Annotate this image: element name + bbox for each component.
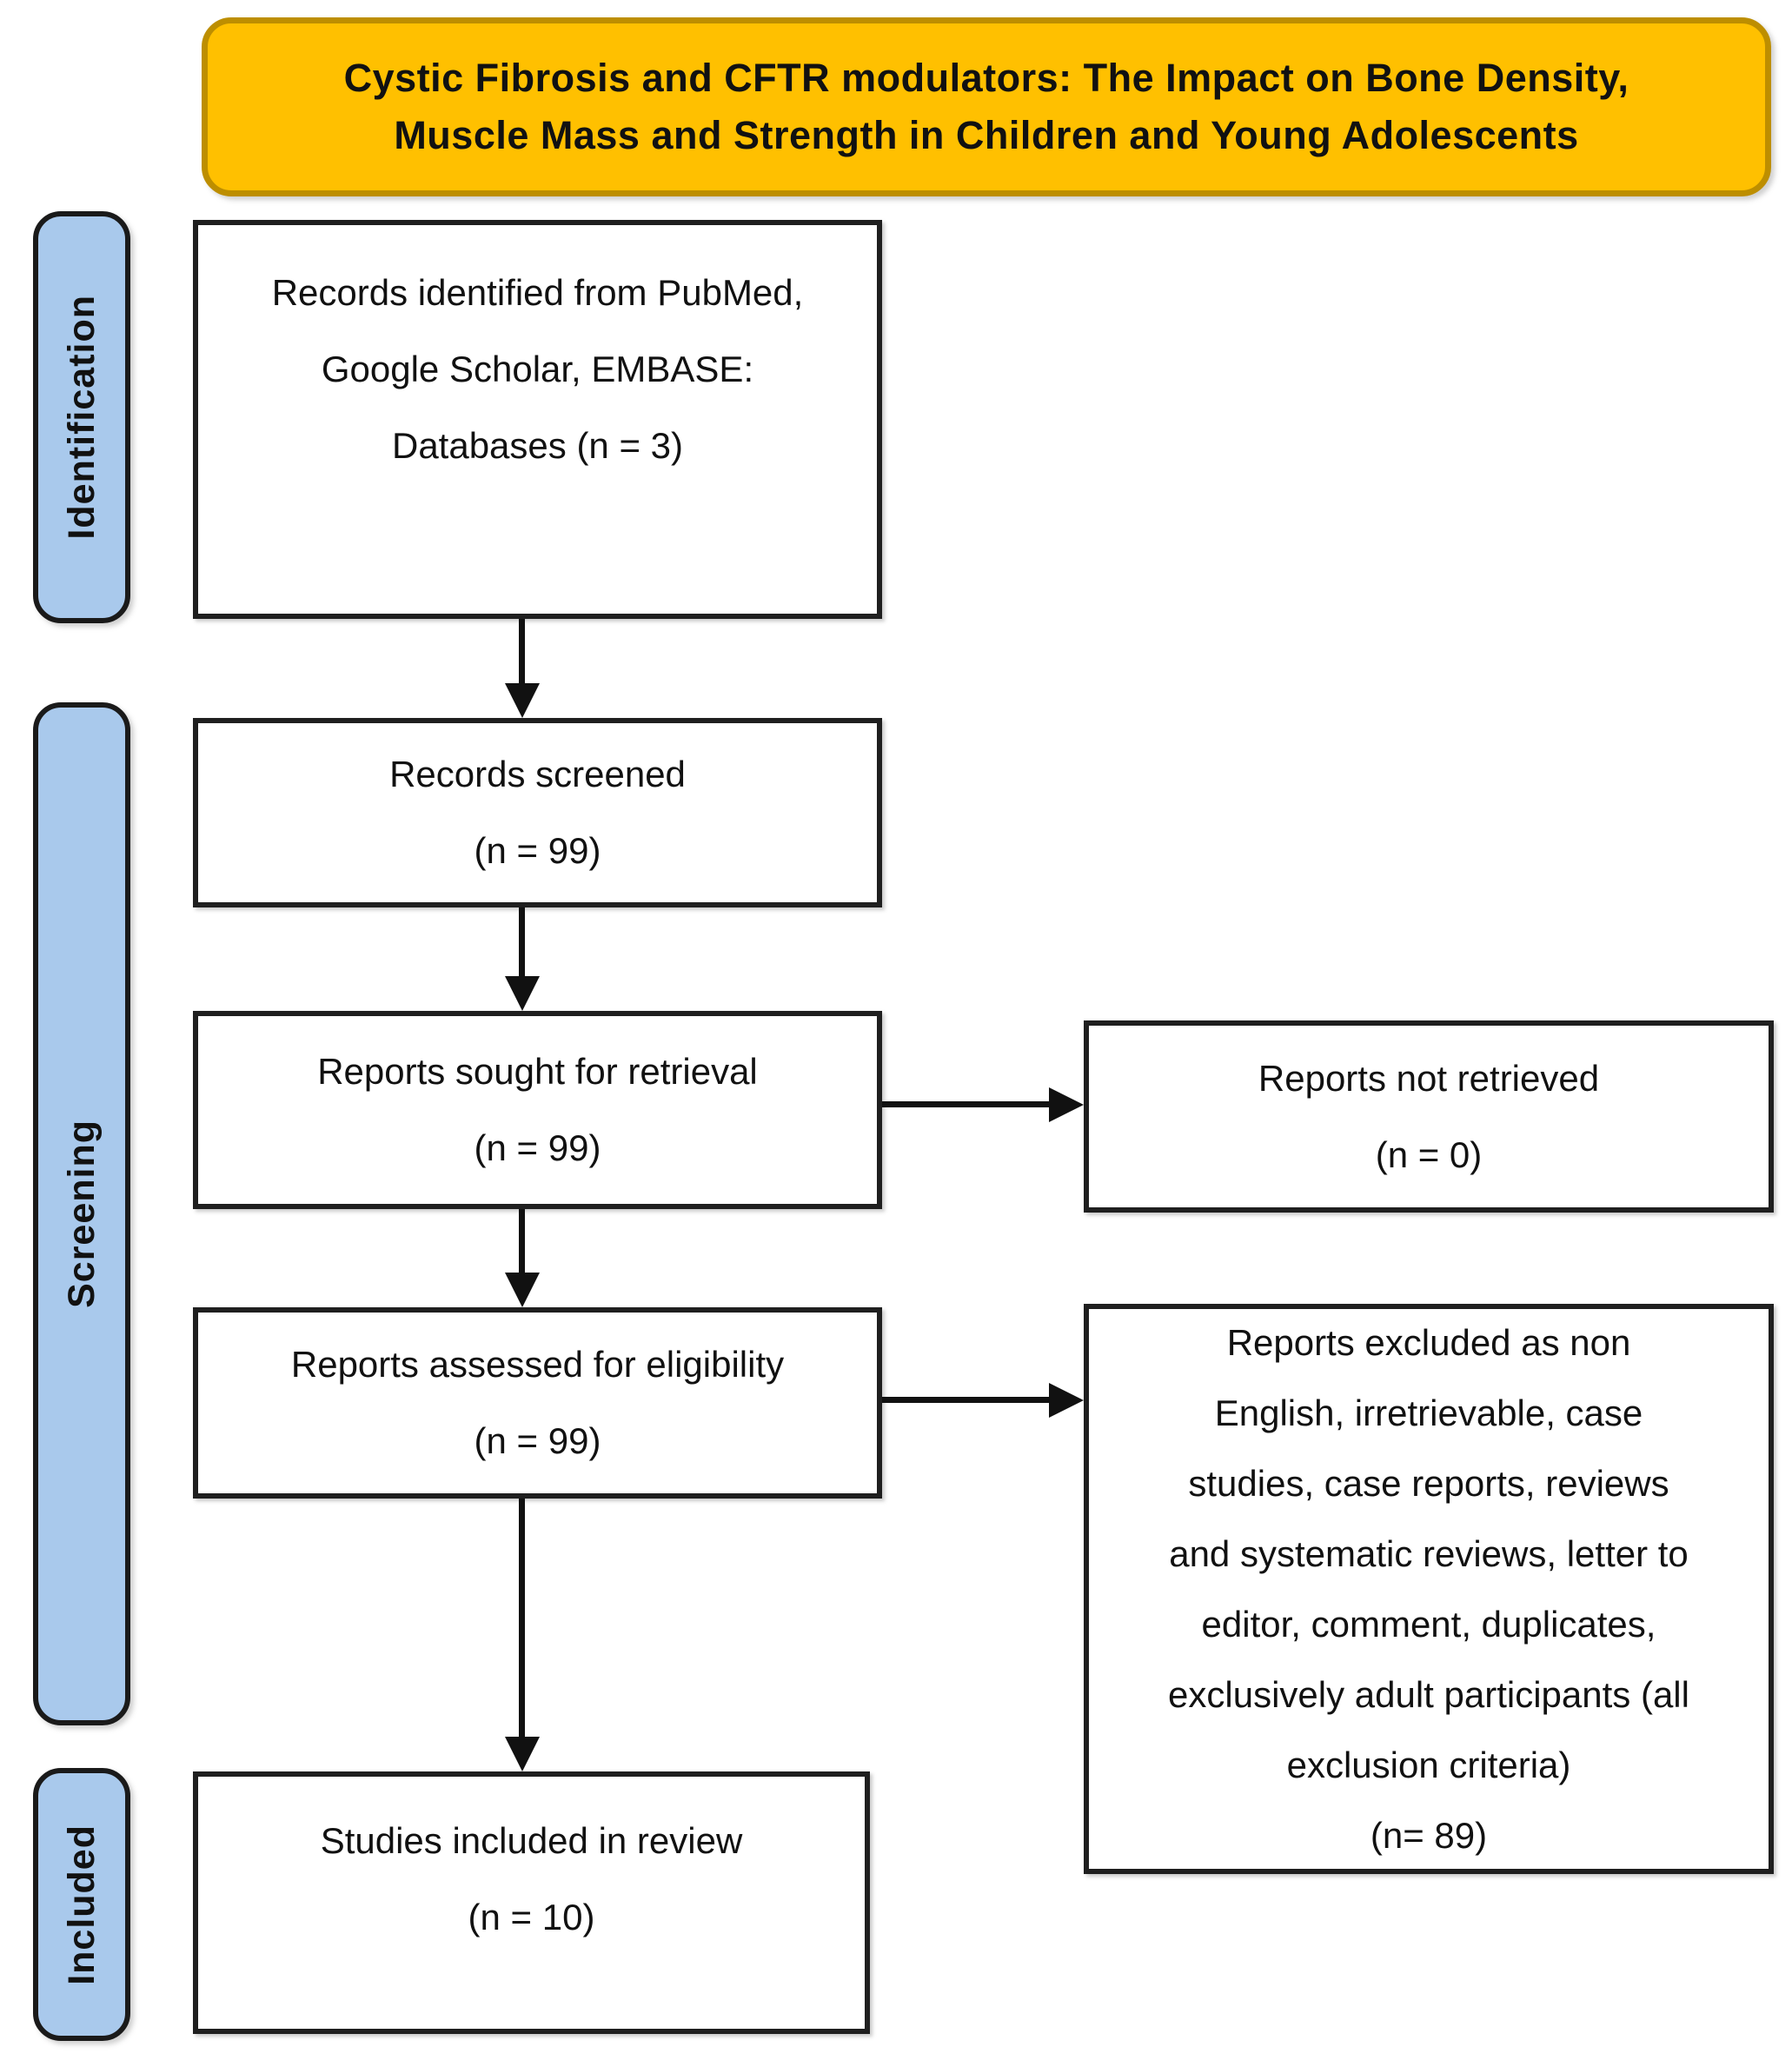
node-records-identified-line: Google Scholar, EMBASE: xyxy=(321,349,754,389)
node-reports-excluded-line: exclusion criteria) xyxy=(1286,1745,1571,1785)
node-reports-excluded-line: studies, case reports, reviews xyxy=(1188,1463,1669,1504)
node-records-screened: Records screened (n = 99) xyxy=(193,718,882,907)
node-reports-sought-count: (n = 99) xyxy=(474,1127,601,1168)
diagram-title-line-2: Muscle Mass and Strength in Children and… xyxy=(394,113,1579,157)
node-reports-assessed: Reports assessed for eligibility (n = 99… xyxy=(193,1307,882,1499)
node-studies-included-line: Studies included in review xyxy=(320,1820,743,1861)
arrow-sought-to-not-retrieved xyxy=(882,1101,1049,1107)
stage-label-identification-text: Identification xyxy=(60,295,103,540)
arrow-screened-to-sought xyxy=(519,907,525,976)
diagram-title-banner: Cystic Fibrosis and CFTR modulators: The… xyxy=(202,17,1771,196)
stage-label-included: Included xyxy=(33,1768,130,2041)
node-reports-not-retrieved-count: (n = 0) xyxy=(1375,1133,1483,1175)
node-reports-excluded-line: and systematic reviews, letter to xyxy=(1169,1533,1689,1574)
node-reports-sought: Reports sought for retrieval (n = 99) xyxy=(193,1011,882,1209)
node-records-screened-count: (n = 99) xyxy=(474,830,601,871)
node-reports-excluded-line: exclusively adult participants (all xyxy=(1168,1674,1689,1715)
node-studies-included: Studies included in review (n = 10) xyxy=(193,1771,870,2034)
arrow-assessed-to-included xyxy=(519,1499,525,1737)
node-records-screened-line: Records screened xyxy=(389,754,686,794)
node-reports-not-retrieved-line: Reports not retrieved xyxy=(1258,1057,1600,1099)
node-studies-included-count: (n = 10) xyxy=(468,1897,595,1937)
node-reports-not-retrieved: Reports not retrieved (n = 0) xyxy=(1084,1020,1774,1213)
node-reports-assessed-count: (n = 99) xyxy=(474,1420,601,1461)
stage-label-included-text: Included xyxy=(60,1824,103,1985)
arrow-identified-to-screened xyxy=(519,619,525,683)
node-reports-excluded-count: (n= 89) xyxy=(1370,1815,1488,1856)
node-reports-excluded-line: English, irretrievable, case xyxy=(1214,1392,1643,1433)
node-records-identified-line: Databases (n = 3) xyxy=(391,425,683,466)
arrow-sought-to-assessed xyxy=(519,1209,525,1273)
stage-label-screening-text: Screening xyxy=(60,1120,103,1308)
node-reports-excluded-line: editor, comment, duplicates, xyxy=(1201,1604,1656,1645)
arrow-assessed-to-excluded xyxy=(882,1397,1049,1403)
stage-label-screening: Screening xyxy=(33,702,130,1725)
node-reports-sought-line: Reports sought for retrieval xyxy=(317,1051,758,1092)
node-reports-excluded: Reports excluded as non English, irretri… xyxy=(1084,1304,1774,1874)
node-reports-assessed-line: Reports assessed for eligibility xyxy=(290,1344,785,1385)
diagram-title-line-1: Cystic Fibrosis and CFTR modulators: The… xyxy=(343,56,1629,100)
node-records-identified-line: Records identified from PubMed, xyxy=(271,272,804,313)
node-records-identified: Records identified from PubMed, Google S… xyxy=(193,220,882,619)
node-reports-excluded-line: Reports excluded as non xyxy=(1226,1322,1631,1363)
stage-label-identification: Identification xyxy=(33,211,130,623)
